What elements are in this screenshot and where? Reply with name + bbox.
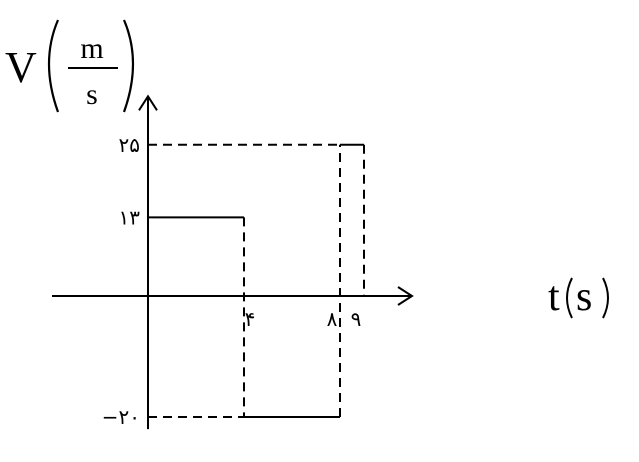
velocity-series — [148, 143, 364, 418]
x-axis-unit: s — [576, 274, 592, 320]
y-axis-unit-numerator: m — [80, 32, 103, 65]
y-axis-label: V m s — [5, 19, 135, 113]
x-label-left-paren — [566, 277, 573, 319]
x-label-right-paren — [602, 277, 609, 319]
y-tick-label-3: −۲۰ — [102, 405, 140, 429]
axes — [52, 94, 414, 430]
y-axis-unit-denominator: s — [86, 78, 98, 111]
y-tick-label-2: ۱۳ — [119, 205, 141, 229]
x-tick-label-1: ۴ — [245, 307, 256, 331]
x-axis-symbol: t — [548, 274, 560, 320]
y-axis-symbol: V — [5, 43, 37, 92]
x-tick-label-2: ۸ — [327, 307, 338, 331]
guide-lines — [148, 143, 365, 418]
y-label-left-paren — [47, 19, 60, 113]
x-tick-label-3: ۹ — [351, 307, 362, 331]
y-axis-arrow — [138, 94, 158, 111]
x-axis-arrow — [397, 286, 414, 306]
x-axis-label: t s — [548, 274, 609, 320]
y-tick-label-1: ۲۵ — [119, 133, 140, 157]
y-label-right-paren — [122, 19, 135, 113]
